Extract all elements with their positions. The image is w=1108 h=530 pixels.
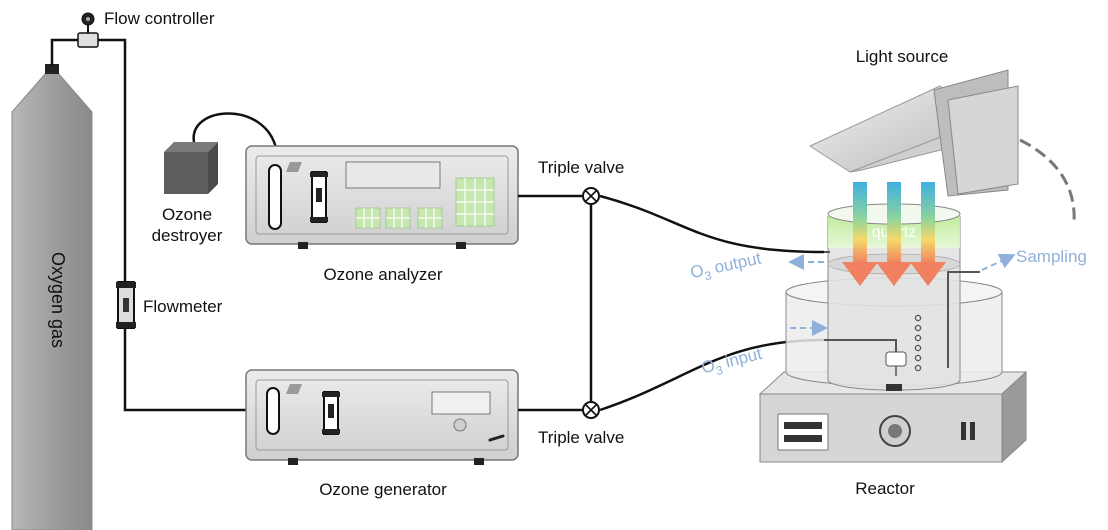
triple-valve-bottom-label: Triple valve bbox=[538, 428, 624, 447]
reactor-label: Reactor bbox=[855, 479, 915, 498]
triple-valve-top-icon bbox=[582, 187, 600, 205]
o3-input-text: input bbox=[719, 344, 764, 373]
gas-line-cylinder bbox=[50, 38, 250, 412]
o3-output-label: O3 output bbox=[689, 249, 764, 287]
lamp-swing-arc bbox=[1019, 138, 1076, 223]
sampling-arrow bbox=[981, 253, 1016, 271]
flowmeter-label: Flowmeter bbox=[143, 297, 223, 316]
o3-input-sub: 3 bbox=[715, 363, 725, 378]
bubbles bbox=[914, 314, 922, 372]
ozone-analyzer-label: Ozone analyzer bbox=[323, 265, 442, 284]
ozone-generator-device bbox=[245, 369, 519, 465]
ozone-destroyer-label-2: destroyer bbox=[152, 226, 223, 245]
triple-valve-bottom-icon bbox=[582, 401, 600, 419]
ozone-analyzer-device bbox=[245, 145, 519, 249]
o3-input-o: O bbox=[699, 356, 716, 378]
oxygen-gas-label: Oxygen gas bbox=[48, 252, 68, 348]
o3-output-text: output bbox=[708, 249, 763, 278]
triple-valve-top-label: Triple valve bbox=[538, 158, 624, 177]
ozone-destroyer-label-1: Ozone bbox=[162, 205, 212, 224]
reactor-tubes bbox=[824, 251, 980, 368]
ozone-destroyer-box bbox=[164, 142, 218, 194]
o3-output-o: O bbox=[689, 261, 706, 282]
ozone-generator-label: Ozone generator bbox=[319, 480, 447, 499]
o3-input-label: O3 input bbox=[699, 344, 765, 381]
oxygen-cylinder bbox=[11, 64, 93, 530]
light-beams bbox=[842, 182, 946, 286]
magnetic-stirrer bbox=[758, 370, 1028, 464]
sampling-label: Sampling bbox=[1016, 247, 1087, 266]
light-source-lamp bbox=[808, 69, 1019, 197]
o3-output-sub: 3 bbox=[703, 268, 713, 283]
flowmeter-icon bbox=[116, 281, 136, 329]
destroyer-tube bbox=[192, 112, 278, 149]
flow-controller-label: Flow controller bbox=[104, 9, 215, 28]
gas-diffuser bbox=[885, 351, 907, 376]
flow-controller-icon bbox=[77, 12, 99, 48]
light-source-label: Light source bbox=[856, 47, 949, 66]
